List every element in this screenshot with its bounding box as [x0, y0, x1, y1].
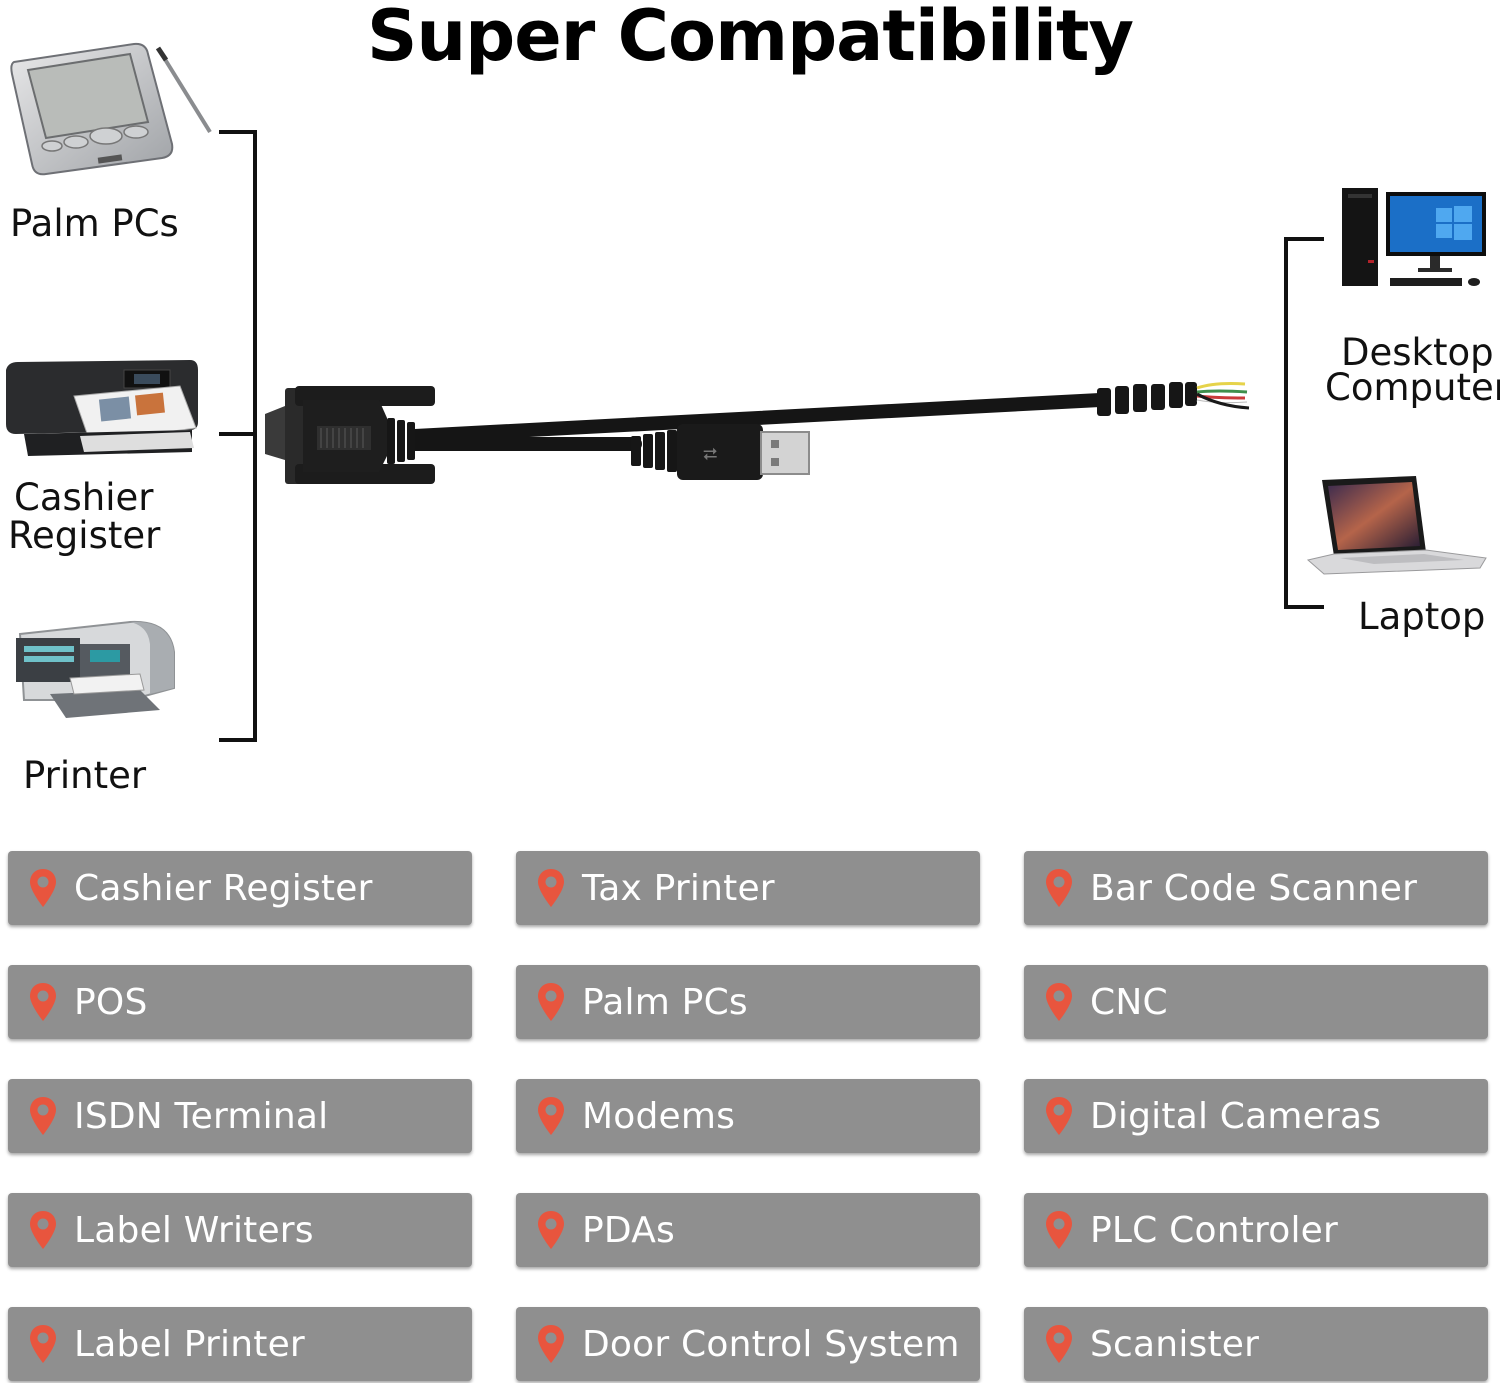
application-tile: POS [8, 965, 472, 1039]
location-pin-icon [1046, 869, 1072, 907]
application-label: Digital Cameras [1090, 1095, 1382, 1137]
device-label-palm-pcs: Palm PCs [10, 202, 179, 245]
device-label-laptop: Laptop [1358, 595, 1486, 638]
laptop-icon [1306, 476, 1487, 575]
location-pin-icon [30, 869, 56, 907]
application-tile: Door Control System [516, 1307, 980, 1381]
left-bracket-tick [219, 432, 255, 436]
application-label: CNC [1090, 981, 1168, 1023]
left-bracket [219, 130, 257, 742]
printer-icon [16, 620, 175, 718]
cashier-printer-icon [6, 360, 198, 456]
location-pin-icon [30, 983, 56, 1021]
application-tile: PDAs [516, 1193, 980, 1267]
page-title: Super Compatibility [366, 0, 1134, 77]
right-bracket [1284, 237, 1324, 609]
application-tile: Cashier Register [8, 851, 472, 925]
location-pin-icon [538, 1325, 564, 1363]
location-pin-icon [1046, 983, 1072, 1021]
application-label: Label Writers [74, 1209, 314, 1251]
location-pin-icon [1046, 1211, 1072, 1249]
application-tile: Bar Code Scanner [1024, 851, 1488, 925]
device-label-printer: Printer [23, 754, 147, 797]
palm-pc-icon [10, 42, 212, 176]
svg-text:⮂: ⮂ [703, 444, 717, 465]
location-pin-icon [1046, 1097, 1072, 1135]
db9-usb-cable-icon: ⮂ [265, 382, 1250, 484]
location-pin-icon [538, 869, 564, 907]
application-label: POS [74, 981, 148, 1023]
application-label: PDAs [582, 1209, 675, 1251]
application-label: Palm PCs [582, 981, 748, 1023]
location-pin-icon [538, 1211, 564, 1249]
location-pin-icon [30, 1097, 56, 1135]
location-pin-icon [538, 983, 564, 1021]
application-tile: Modems [516, 1079, 980, 1153]
device-label-desktop: Desktop [1341, 331, 1494, 374]
application-tile: Label Printer [8, 1307, 472, 1381]
application-tile: Palm PCs [516, 965, 980, 1039]
application-label: PLC Controler [1090, 1209, 1339, 1251]
application-label: Modems [582, 1095, 736, 1137]
application-tile: Scanister [1024, 1307, 1488, 1381]
application-label: Door Control System [582, 1323, 960, 1365]
device-label-computer: Computer [1325, 366, 1500, 409]
application-tile: Digital Cameras [1024, 1079, 1488, 1153]
location-pin-icon [538, 1097, 564, 1135]
application-tile: ISDN Terminal [8, 1079, 472, 1153]
application-tile: Tax Printer [516, 851, 980, 925]
application-label: Bar Code Scanner [1090, 867, 1418, 909]
device-label-cashier: Cashier [14, 476, 154, 519]
application-label: Scanister [1090, 1323, 1260, 1365]
location-pin-icon [30, 1211, 56, 1249]
application-grid: Cashier Register Tax Printer Bar Code Scan… [8, 851, 1488, 1381]
desktop-computer-icon [1342, 188, 1486, 286]
device-label-register: Register [8, 514, 161, 557]
application-label: Tax Printer [582, 867, 775, 909]
application-label: ISDN Terminal [74, 1095, 329, 1137]
location-pin-icon [30, 1325, 56, 1363]
application-tile: CNC [1024, 965, 1488, 1039]
application-label: Label Printer [74, 1323, 305, 1365]
application-tile: PLC Controler [1024, 1193, 1488, 1267]
location-pin-icon [1046, 1325, 1072, 1363]
application-tile: Label Writers [8, 1193, 472, 1267]
application-label: Cashier Register [74, 867, 373, 909]
